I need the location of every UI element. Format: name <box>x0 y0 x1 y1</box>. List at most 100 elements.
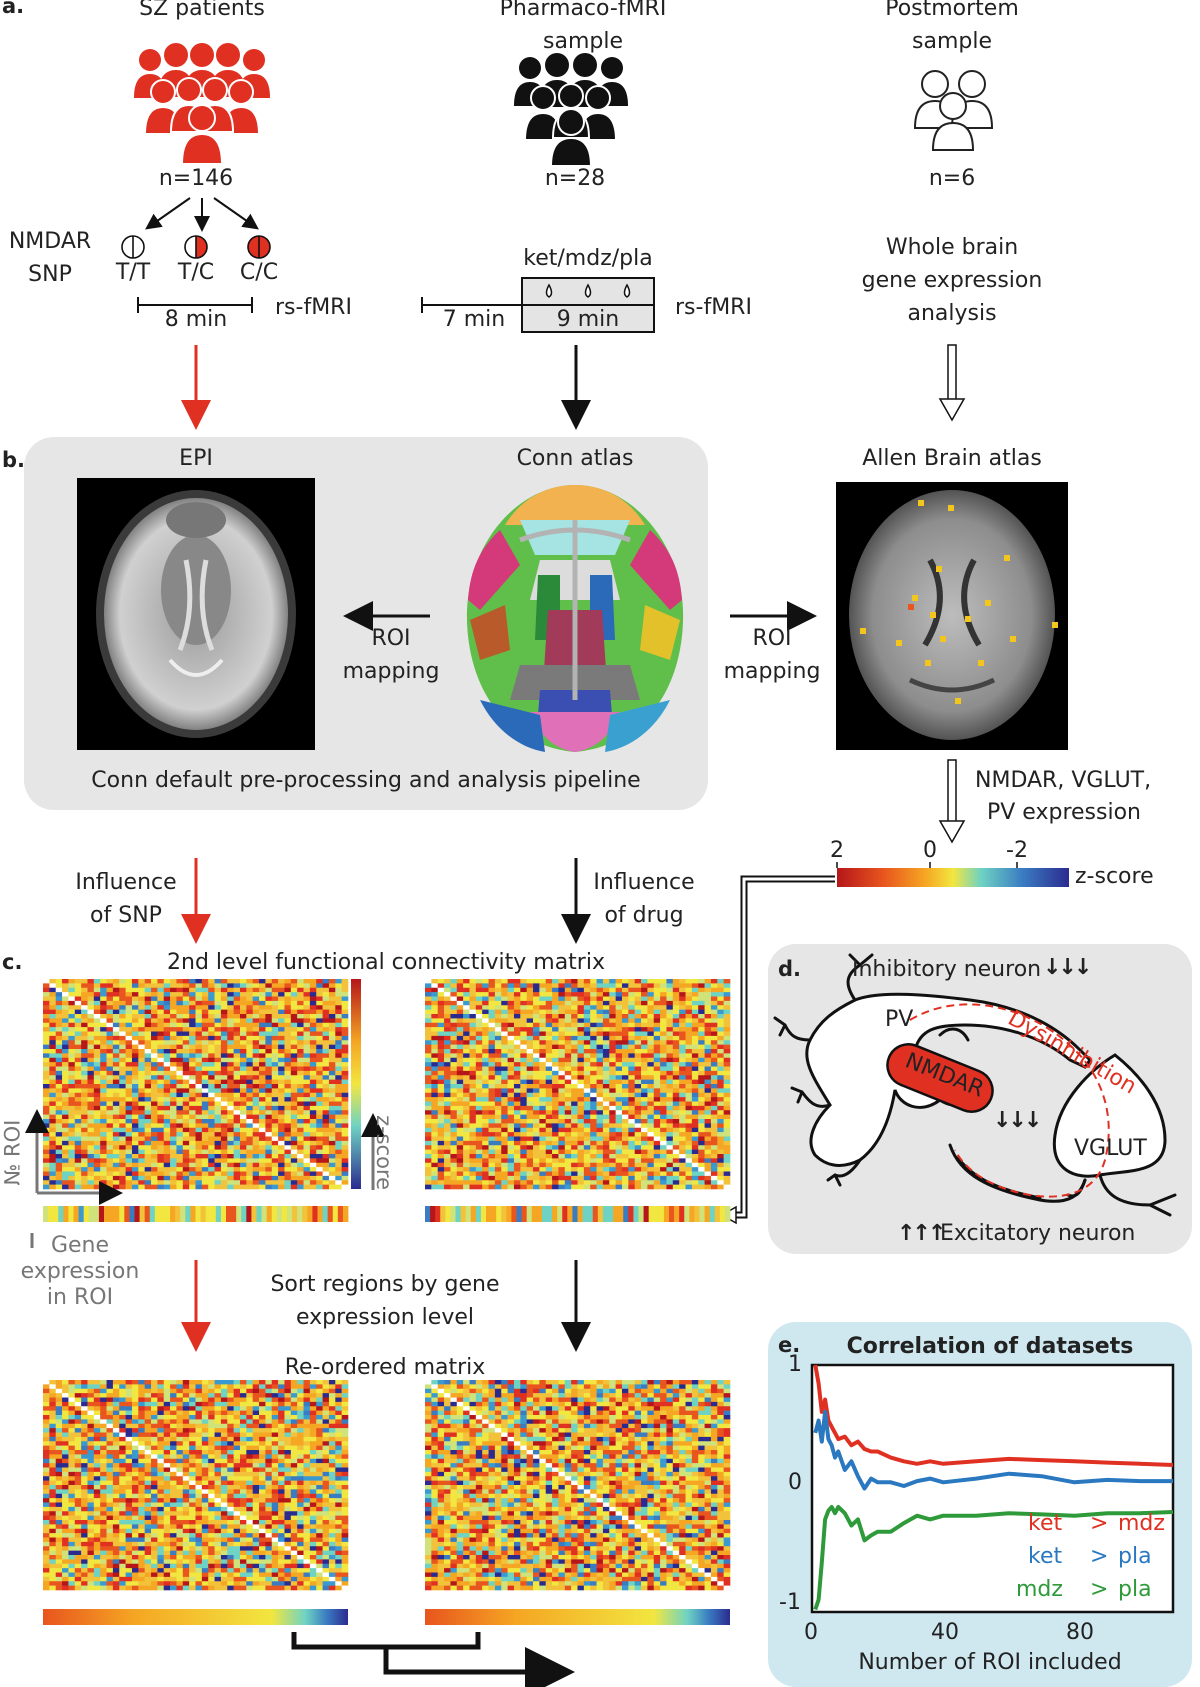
legend-mdz-pla-right: pla <box>1118 1577 1152 1602</box>
panel-label-d: d. <box>778 957 802 981</box>
genotype-cc-icon <box>247 235 271 259</box>
sorted-genebar-left <box>43 1609 348 1625</box>
sz-sample-size: n=146 <box>158 166 234 191</box>
snp-label-line2: SNP <box>28 262 72 287</box>
legend-ket-pla-right: pla <box>1118 1544 1152 1569</box>
sort-text-line2: expression level <box>296 1305 474 1330</box>
gene-label-line3: in ROI <box>46 1285 114 1310</box>
influence-snp-line2: of SNP <box>90 903 162 928</box>
allen-brain-image <box>836 482 1068 750</box>
sz-scan-duration: 8 min <box>164 307 228 332</box>
chart-ytick-0: 0 <box>788 1470 802 1495</box>
genotype-tt-label: T/T <box>115 260 151 285</box>
vglut-label: VGLUT <box>1074 1136 1147 1161</box>
sz-scan-label: rs-fMRI <box>275 295 352 320</box>
legend-mdz-pla-left: mdz <box>1016 1577 1063 1602</box>
axis-zscore-label: z-score <box>372 1115 397 1191</box>
allen-atlas-title: Allen Brain atlas <box>862 446 1042 471</box>
excitatory-label: Excitatory neuron <box>940 1221 1136 1246</box>
nmdar-receptor-shape <box>886 1043 994 1113</box>
chart-ytick-1: 1 <box>788 1352 802 1377</box>
legend-ket-mdz-right: mdz <box>1118 1511 1165 1536</box>
roi-mapping-left-line1: ROI <box>371 626 411 651</box>
snp-label-line1: NMDAR <box>8 229 92 254</box>
panel-label-a: a. <box>2 0 25 18</box>
colorbar-tick-2: 2 <box>830 838 844 863</box>
expression-label-line1: NMDAR, VGLUT, <box>975 768 1152 793</box>
sz-patients-title: SZ patients <box>139 0 265 21</box>
epi-title: EPI <box>179 446 213 471</box>
chart-ytick-neg1: -1 <box>779 1590 801 1615</box>
postmortem-to-allen-arrow <box>938 344 966 422</box>
inhibitory-label: Inhibitory neuron <box>852 957 1042 982</box>
legend-ket-mdz-left: ket <box>1028 1511 1063 1536</box>
colorbar-tick-0: 0 <box>923 838 937 863</box>
postmortem-sample-size: n=6 <box>928 166 976 191</box>
drug-duration: 9 min <box>556 307 620 332</box>
postmortem-title-line2: sample <box>912 29 992 54</box>
chart-plot-area <box>810 1363 1175 1614</box>
postmortem-text-line2: gene expression <box>861 268 1043 293</box>
correlation-chart <box>810 1363 1175 1614</box>
roi-mapping-left-line2: mapping <box>342 659 440 684</box>
roi-mapping-right-line2: mapping <box>723 659 821 684</box>
legend-ket-mdz-op: > <box>1090 1511 1109 1536</box>
legend-mdz-pla-op: > <box>1090 1577 1109 1602</box>
chart-xlabel: Number of ROI included <box>858 1650 1122 1675</box>
chart-xtick-0: 0 <box>804 1620 818 1645</box>
postmortem-sample-icon <box>913 70 994 151</box>
genotype-tt-icon <box>121 235 145 259</box>
postmortem-title-line1: Postmortem <box>885 0 1019 21</box>
panel-label-c: c. <box>2 950 23 974</box>
pharmaco-sample-size: n=28 <box>544 166 606 191</box>
expression-label-line2: PV expression <box>987 800 1141 825</box>
panel-label-e: e. <box>778 1333 801 1357</box>
pharmaco-scan-label: rs-fMRI <box>675 295 752 320</box>
legend-ket-pla-op: > <box>1090 1544 1109 1569</box>
sorted-genebar-right <box>425 1609 730 1625</box>
chart-xtick-80: 80 <box>1066 1620 1094 1645</box>
drug-conditions: ket/mdz/pla <box>523 246 653 271</box>
pv-label: PV <box>885 1007 914 1032</box>
influence-drug-line1: Influence <box>593 870 695 895</box>
genotype-tc-label: T/C <box>177 260 215 285</box>
reordered-title: Re-ordered matrix <box>284 1355 486 1380</box>
conn-atlas-image <box>466 485 684 752</box>
chart-series-line-2 <box>813 1505 1174 1611</box>
sz-patients-icon <box>134 43 270 165</box>
drug-drop-icons <box>545 283 631 298</box>
colorbar-label: z-score <box>1075 864 1154 889</box>
postmortem-text-line3: analysis <box>907 301 997 326</box>
excitatory-arrows: ↑↑↑ <box>897 1221 946 1246</box>
allen-to-colorbar-arrow <box>938 759 966 844</box>
chart-title: Correlation of datasets <box>846 1334 1134 1359</box>
pipeline-caption: Conn default pre-processing and analysis… <box>91 768 641 793</box>
matrix-vertical-colorbar <box>351 979 361 1189</box>
genotype-cc-label: C/C <box>239 260 279 285</box>
merge-bracket-arrow <box>291 1632 575 1687</box>
snp-split-arrows <box>145 197 259 232</box>
baseline-duration: 7 min <box>442 307 506 332</box>
gene-label-line2: expression <box>20 1259 140 1284</box>
matrix-axis-arrows <box>25 1109 385 1205</box>
nmdar-arrows: ↓↓↓ <box>993 1108 1042 1133</box>
inhibitory-arrows: ↓↓↓ <box>1043 955 1092 980</box>
epi-brain-image <box>77 478 315 750</box>
pharmaco-title-line2: sample <box>543 29 623 54</box>
gene-label-line1: Gene <box>50 1233 110 1258</box>
pharmaco-title-line1: Pharmaco-fMRI <box>499 0 667 21</box>
panel-label-b: b. <box>2 448 26 472</box>
genotype-tc-icon <box>184 235 208 259</box>
axis-roi-label: № ROI <box>0 1119 25 1186</box>
connectivity-matrices <box>43 979 731 1591</box>
pharmaco-sample-icon <box>514 53 628 167</box>
roi-mapping-right-line1: ROI <box>752 626 792 651</box>
conn-atlas-title: Conn atlas <box>516 446 634 471</box>
influence-snp-line1: Influence <box>75 870 177 895</box>
sz-scan-timeline <box>137 297 253 313</box>
chart-series-line-1 <box>813 1409 1173 1491</box>
legend-ket-pla-left: ket <box>1028 1544 1063 1569</box>
postmortem-text-line1: Whole brain <box>885 235 1019 260</box>
chart-xtick-40: 40 <box>931 1620 959 1645</box>
